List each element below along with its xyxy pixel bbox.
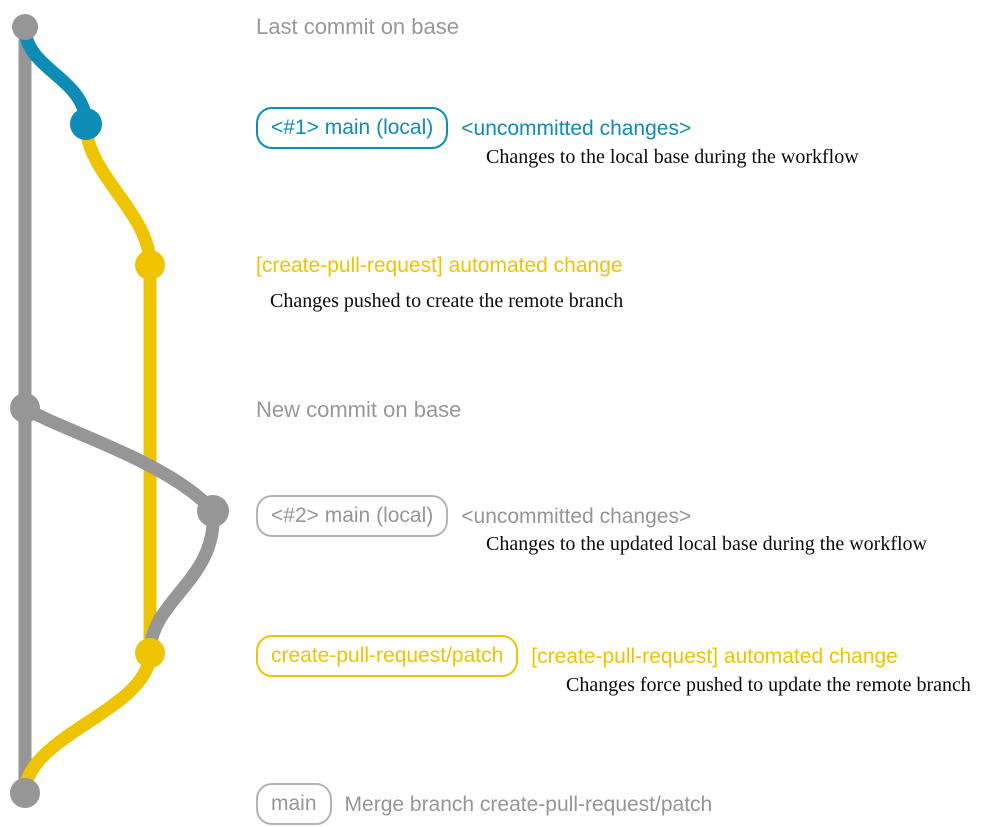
heading-new-commit-on-base: New commit on base <box>256 397 462 422</box>
row-automated-change-2: create-pull-request/patch [create-pull-r… <box>256 635 898 677</box>
ref-pill-main[interactable]: main <box>256 783 332 825</box>
row-automated-change-1: [create-pull-request] automated change <box>256 255 623 276</box>
edge-local2-to-remote2 <box>143 504 220 660</box>
commit-subject-automated-change-1: [create-pull-request] automated change <box>256 254 623 277</box>
edge-local1-to-remote1 <box>79 117 157 272</box>
commit-node-merge[interactable] <box>10 778 40 808</box>
commit-note-local-main-2: Changes to the updated local base during… <box>486 533 927 555</box>
ref-pill-create-pull-request-patch[interactable]: create-pull-request/patch <box>256 635 519 677</box>
commit-subject-local-main-2: <uncommitted changes> <box>461 504 692 528</box>
commit-note-automated-change-2: Changes force pushed to update the remot… <box>566 674 971 696</box>
ref-pill-local-main-1[interactable]: <#1> main (local) <box>256 107 449 149</box>
edge-remote2-to-merge <box>18 646 157 800</box>
heading-last-commit-on-base: Last commit on base <box>256 14 459 39</box>
commit-node-base-new[interactable] <box>10 393 40 423</box>
commit-note-automated-change-1: Changes pushed to create the remote bran… <box>270 290 624 312</box>
row-local-main-1: <#1> main (local) <uncommitted changes> <box>256 107 691 149</box>
commit-note-local-main-1: Changes to the local base during the wor… <box>486 146 859 168</box>
ref-pill-local-main-2[interactable]: <#2> main (local) <box>256 495 449 537</box>
commit-node-base-head[interactable] <box>12 14 38 40</box>
commit-node-local-1[interactable] <box>70 108 102 140</box>
edge-basenew-to-local2 <box>18 401 220 518</box>
commit-node-local-2[interactable] <box>197 495 229 527</box>
commit-node-remote-2[interactable] <box>135 638 165 668</box>
commit-subject-automated-change-2: [create-pull-request] automated change <box>531 644 898 668</box>
commit-subject-local-main-1: <uncommitted changes> <box>461 116 692 140</box>
commit-node-remote-1[interactable] <box>135 250 165 280</box>
row-local-main-2: <#2> main (local) <uncommitted changes> <box>256 495 691 537</box>
commit-subject-merge: Merge branch create-pull-request/patch <box>344 792 713 816</box>
row-merge-commit: main Merge branch create-pull-request/pa… <box>256 783 712 825</box>
